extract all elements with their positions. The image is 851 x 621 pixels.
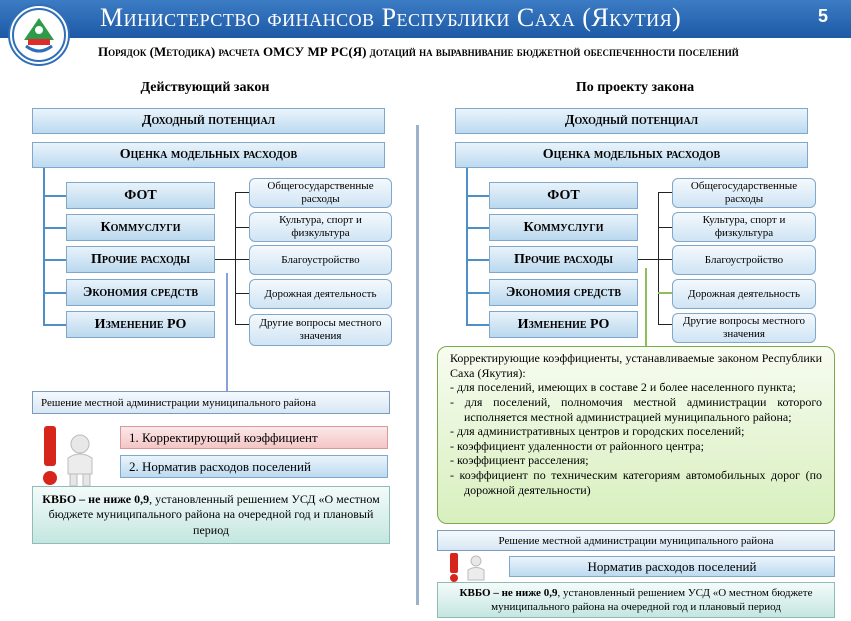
coefficient-item: - для поселений, имеющих в составе 2 и б… [450, 380, 796, 395]
right-exp-culture: Культура, спорт и физкультура [672, 212, 816, 242]
logo-emblem [8, 4, 70, 66]
coefficient-item: - для поселений, полномочия местной адми… [450, 394, 822, 424]
person-exclamation-icon [38, 424, 93, 487]
left-exp-culture: Культура, спорт и физкультура [249, 212, 392, 242]
right-kvbo-bold: КВБО – не ниже 0,9 [459, 586, 558, 599]
right-item-fot: ФОТ [489, 182, 638, 209]
left-item-savings: Экономия средств [66, 279, 215, 306]
left-kvbo-bold: КВБО – не ниже 0,9 [42, 491, 150, 506]
coefficient-item: - для административных центров и городск… [450, 424, 745, 439]
right-tree-branch [466, 227, 489, 229]
left-exp-general: Общегосударственные расходы [249, 178, 392, 208]
left-item-other-expenses: Прочие расходы [66, 246, 215, 273]
coefficients-box: Корректирующие коэффициенты, устанавлива… [437, 346, 835, 524]
page-number: 5 [817, 6, 828, 26]
left-bracket [235, 192, 249, 325]
right-connector [638, 259, 658, 260]
left-bracket-tick [235, 259, 249, 260]
right-exp-other-issues: Другие вопросы местного значения [672, 313, 816, 343]
header-bar [0, 0, 851, 38]
left-decision-box: Решение местной администрации муниципаль… [32, 391, 390, 414]
right-bracket-tick [658, 227, 672, 228]
left-down-connector [226, 273, 228, 391]
left-item-ro-change: Изменение РО [66, 311, 215, 338]
right-column-title: По проекту закона [575, 80, 695, 95]
right-item-utilities: Коммуслуги [489, 214, 638, 241]
left-item-fot: ФОТ [66, 182, 215, 209]
right-income-box: Доходный потенциал [455, 108, 808, 134]
right-tree-branch [466, 292, 489, 294]
right-bracket [658, 192, 672, 325]
coefficients-intro: Корректирующие коэффициенты, устанавлива… [450, 351, 822, 380]
right-exp-roads: Дорожная деятельность [672, 279, 816, 309]
right-green-tick [658, 292, 672, 294]
left-expenses-box: Оценка модельных расходов [32, 142, 385, 168]
right-tree-trunk [466, 168, 468, 325]
left-column-title: Действующий закон [140, 80, 270, 95]
left-bracket-tick [235, 293, 249, 294]
coefficient-item: - коэффициент по техническим категориям … [450, 468, 822, 497]
page-subtitle: Порядок (Методика) расчета ОМСУ МР РС(Я)… [98, 44, 739, 59]
coefficient-item: - коэффициент удаленности от районного ц… [450, 438, 704, 453]
left-tree-branch [43, 292, 66, 294]
right-green-connector [645, 268, 647, 346]
column-divider [416, 125, 419, 605]
left-kvbo-text: , установленный решением УСД «О местном … [48, 491, 380, 537]
left-tree-branch [43, 324, 66, 326]
person-exclamation-icon [446, 552, 492, 582]
left-item-utilities: Коммуслуги [66, 214, 215, 241]
coefficient-item: - коэффициент расселения; [450, 453, 589, 468]
left-tree-branch [43, 259, 66, 261]
right-item-savings: Экономия средств [489, 279, 638, 306]
left-income-box: Доходный потенциал [32, 108, 385, 134]
right-tree-branch [466, 259, 489, 261]
left-tree-branch [43, 195, 66, 197]
right-expenses-box: Оценка модельных расходов [455, 142, 808, 168]
right-item-ro-change: Изменение РО [489, 311, 638, 338]
left-tree-trunk [43, 168, 45, 325]
right-item-other-expenses: Прочие расходы [489, 246, 638, 273]
right-tree-branch [466, 195, 489, 197]
left-correction-coef: 1. Корректирующий коэффициент [120, 426, 388, 449]
left-exp-improvement: Благоустройство [249, 245, 392, 275]
right-decision-box: Решение местной администрации муниципаль… [437, 530, 835, 551]
left-tree-branch [43, 227, 66, 229]
page-title: Министерство финансов Республики Саха (Я… [100, 3, 682, 32]
left-exp-roads: Дорожная деятельность [249, 279, 392, 309]
left-kvbo-box: КВБО – не ниже 0,9, установленный решени… [32, 486, 390, 544]
left-bracket-tick [235, 227, 249, 228]
right-exp-improvement: Благоустройство [672, 245, 816, 275]
right-kvbo-box: КВБО – не ниже 0,9, установленный решени… [437, 582, 835, 618]
right-bracket-tick [658, 259, 672, 260]
left-exp-other-issues: Другие вопросы местного значения [249, 314, 392, 346]
right-norm-expenses: Норматив расходов поселений [509, 556, 835, 577]
right-kvbo-text: , установленный решением УСД «О местном … [491, 586, 813, 613]
left-norm-expenses: 2. Норматив расходов поселений [120, 455, 388, 478]
right-tree-branch [466, 324, 489, 326]
left-connector [215, 259, 235, 260]
right-exp-general: Общегосударственные расходы [672, 178, 816, 208]
